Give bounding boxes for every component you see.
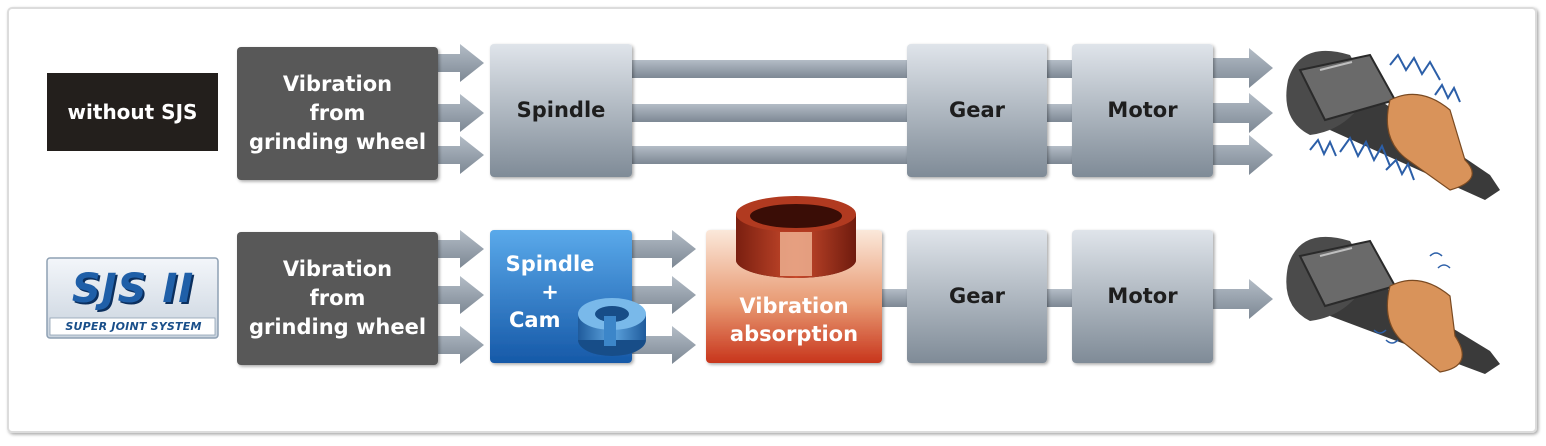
bottom-row-arrows xyxy=(438,230,1273,364)
top-spindle-box xyxy=(490,44,632,177)
arrow xyxy=(438,136,484,174)
bottom-motor-box xyxy=(1072,230,1213,363)
top-source-box xyxy=(237,47,438,180)
top-gear-box xyxy=(907,44,1047,177)
arrow xyxy=(438,276,484,314)
bar xyxy=(1047,289,1072,307)
bar xyxy=(1047,60,1072,78)
arrow xyxy=(1213,279,1273,319)
arrow xyxy=(1213,48,1273,88)
without-sjs-label: without SJS xyxy=(47,73,218,151)
sjs-logo xyxy=(46,257,219,339)
bar xyxy=(1047,146,1072,164)
bar xyxy=(881,289,907,307)
arrow xyxy=(632,326,696,364)
arrow xyxy=(438,94,484,132)
bottom-source-box xyxy=(237,232,438,365)
arrow xyxy=(438,230,484,268)
top-row-arrows xyxy=(438,44,1273,175)
arrow xyxy=(632,230,696,268)
sjs-logo-subtitle: SUPER JOINT SYSTEM xyxy=(65,320,202,333)
arrow xyxy=(632,276,696,314)
bar xyxy=(1047,104,1072,122)
bar xyxy=(632,146,907,164)
top-motor-box xyxy=(1072,44,1213,177)
bar xyxy=(632,60,907,78)
arrow xyxy=(438,326,484,364)
absorption-ring-icon xyxy=(736,196,856,278)
cam-icon xyxy=(578,298,646,356)
grinder-icon-bottom xyxy=(1286,236,1500,374)
arrow xyxy=(1213,93,1273,133)
grinder-icon-top xyxy=(1286,50,1500,200)
bar xyxy=(632,104,907,122)
arrow xyxy=(438,44,484,82)
bottom-gear-box xyxy=(907,230,1047,363)
arrow xyxy=(1213,135,1273,175)
